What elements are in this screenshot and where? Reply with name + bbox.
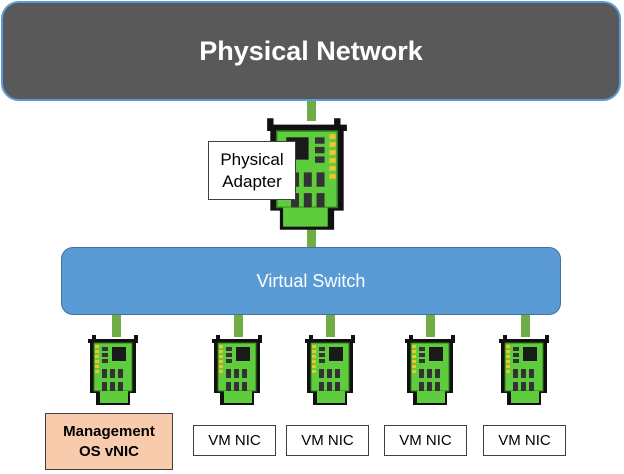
vm-nic-2-label: VM NIC [286, 425, 369, 456]
vm-nic-1-text: VM NIC [208, 432, 261, 449]
vm-nic-1-icon [210, 333, 264, 407]
physical-adapter-label-line1: Physical [220, 149, 284, 169]
physical-adapter-label: Physical Adapter [208, 141, 296, 200]
wire-network-to-adapter [307, 101, 316, 121]
wire-switch-to-vm-nic-1 [234, 315, 243, 337]
vm-nic-4-label: VM NIC [483, 425, 566, 456]
vm-nic-3-text: VM NIC [399, 432, 452, 449]
vm-nic-4-text: VM NIC [498, 432, 551, 449]
vm-nic-3-icon [403, 333, 457, 407]
virtual-switch-label: Virtual Switch [256, 270, 366, 291]
management-nic-label-line2: OS vNIC [78, 442, 139, 460]
vm-nic-1-label: VM NIC [193, 425, 276, 456]
wire-switch-to-mgmt-nic [112, 315, 121, 337]
vm-nic-2-text: VM NIC [301, 432, 354, 449]
vm-nic-2-icon [303, 333, 357, 407]
management-nic-label: Management OS vNIC [45, 413, 173, 470]
physical-network-label: Physical Network [199, 35, 423, 66]
management-nic-label-line1: Management [63, 422, 155, 440]
vm-nic-4-icon [497, 333, 551, 407]
wire-switch-to-vm-nic-3 [426, 315, 435, 337]
management-nic-icon [86, 333, 140, 407]
virtual-switch: Virtual Switch [61, 247, 561, 315]
vm-nic-3-label: VM NIC [384, 425, 467, 456]
wire-adapter-to-switch [307, 228, 316, 248]
physical-network: Physical Network [1, 1, 621, 101]
wire-switch-to-vm-nic-2 [326, 315, 335, 337]
physical-adapter-label-line2: Adapter [222, 171, 282, 191]
wire-switch-to-vm-nic-4 [521, 315, 530, 337]
